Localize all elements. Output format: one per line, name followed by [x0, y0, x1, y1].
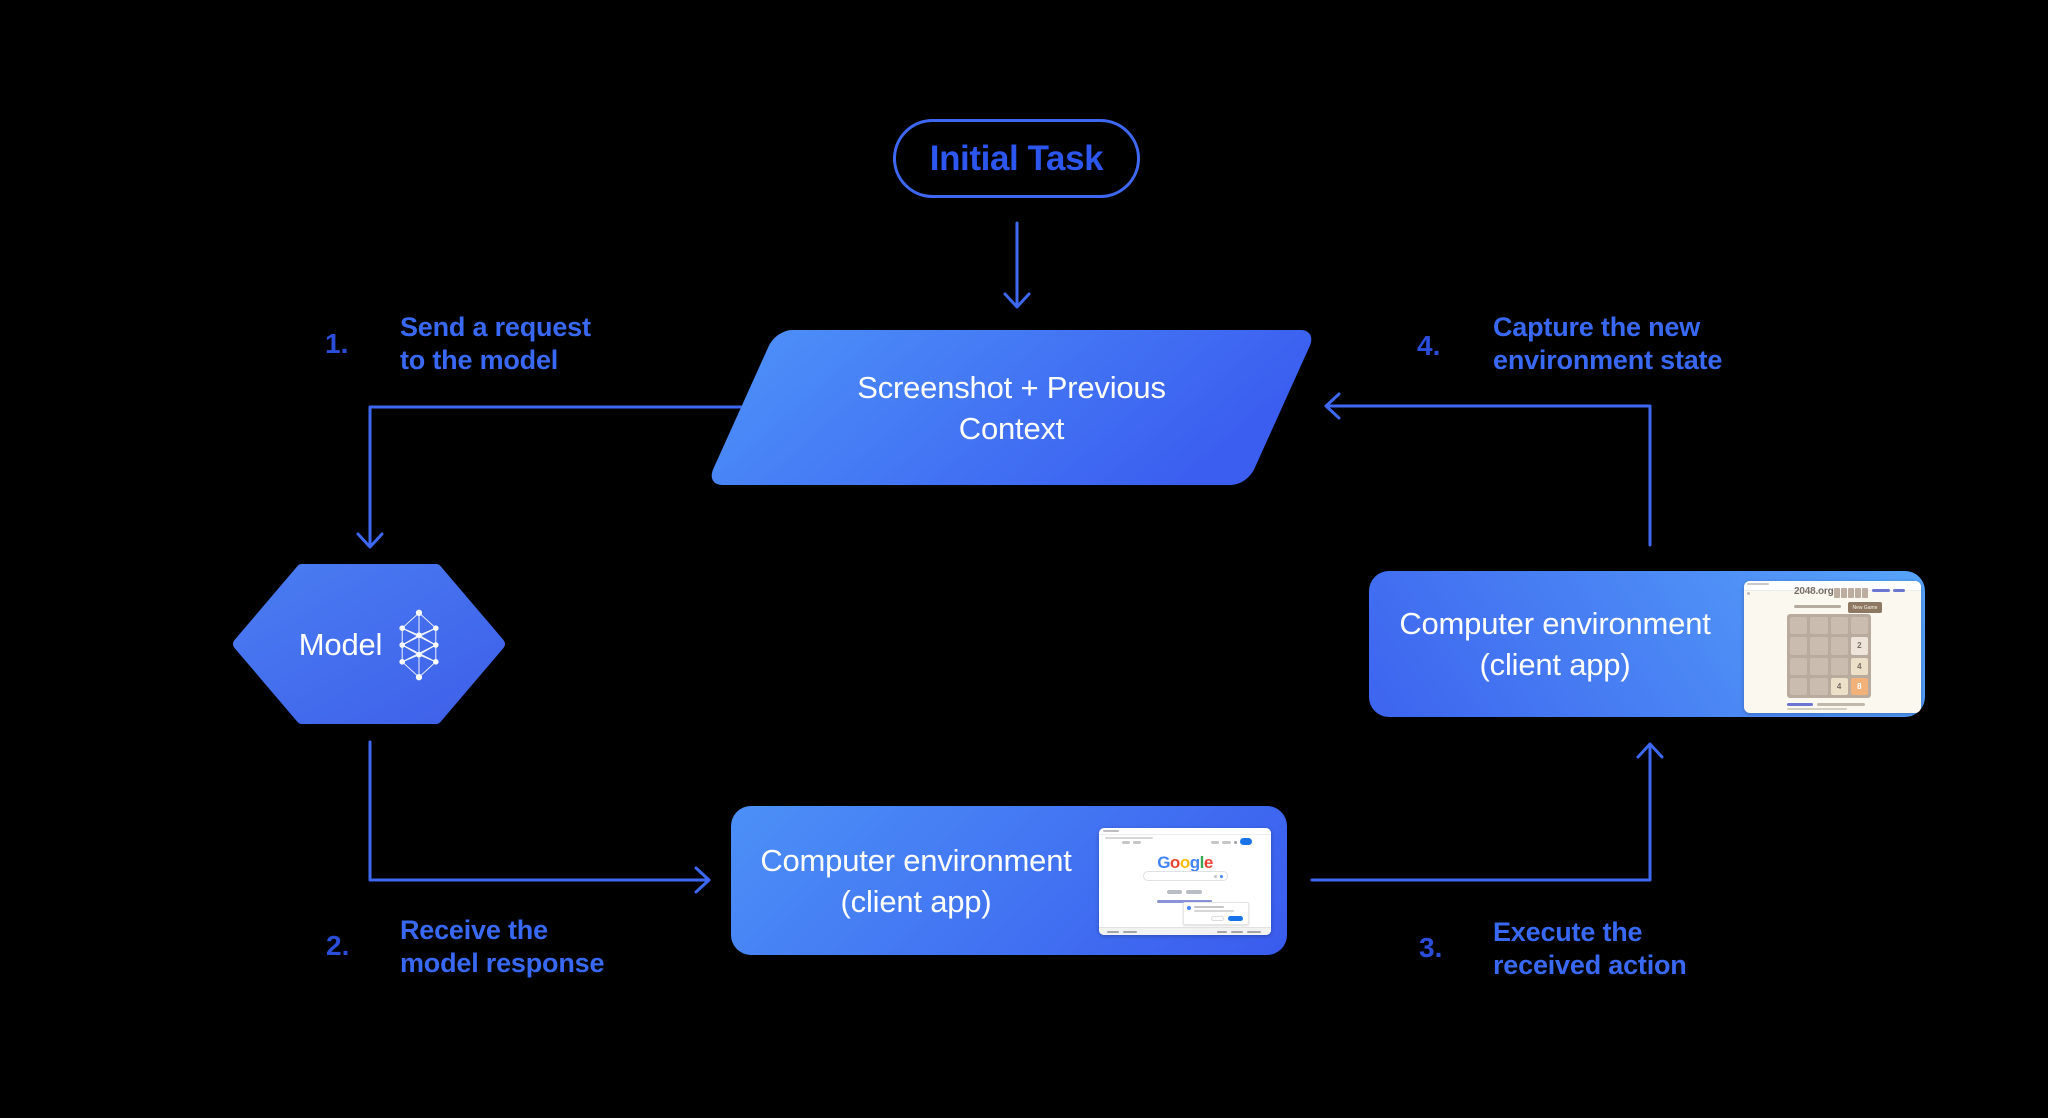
- neural-network-icon: [399, 609, 439, 681]
- step-2-label: Receive the model response: [400, 915, 605, 978]
- empty-cell: [1810, 617, 1828, 635]
- empty-cell: [1830, 617, 1848, 635]
- score-box: [1855, 588, 1861, 598]
- tile-4: 4: [1830, 677, 1848, 695]
- top-link-text: [1872, 589, 1890, 592]
- empty-cell: [1830, 637, 1848, 655]
- instructions-text: [1794, 605, 1841, 608]
- google-logo: Google: [1157, 853, 1213, 872]
- empty-cell: [1850, 617, 1868, 635]
- tile-2: 2: [1850, 637, 1868, 655]
- step-4-label: Capture the new environment state: [1493, 312, 1723, 375]
- step-3-number: 3.: [1419, 932, 1443, 963]
- arrow-task-to-screenshot: [1003, 221, 1031, 309]
- empty-cell: [1790, 617, 1808, 635]
- google-footer: [1099, 927, 1271, 935]
- env-right-line1: Computer environment: [1399, 606, 1711, 641]
- google-search-button: [1167, 890, 1182, 894]
- google-search-bar: [1143, 871, 1228, 881]
- dialog-secondary-button: [1211, 916, 1224, 921]
- google-g-icon: [1187, 906, 1191, 910]
- score-box: [1834, 588, 1840, 598]
- arrow-model-to-env-bottom: [368, 740, 711, 894]
- empty-cell: [1810, 637, 1828, 655]
- arrow-env-right-to-screenshot: [1324, 392, 1652, 547]
- model-label: Model: [298, 627, 383, 662]
- empty-cell: [1830, 657, 1848, 675]
- score-box: [1841, 588, 1847, 598]
- arrow-env-bottom-to-env-right: [1310, 742, 1664, 882]
- screenshot-context-node: Screenshot + Previous Context: [706, 330, 1317, 485]
- address-bar: [1105, 837, 1153, 839]
- initial-task-label: Initial Task: [929, 138, 1104, 178]
- about-link: [1122, 841, 1130, 844]
- arrow-screenshot-to-model: [356, 405, 743, 549]
- browser-tab: [1103, 830, 1119, 832]
- step-1-label: Send a request to the model: [400, 312, 591, 375]
- store-link: [1133, 841, 1141, 844]
- dialog-primary-button: [1228, 916, 1243, 921]
- step-3-label: Execute the received action: [1493, 917, 1687, 980]
- apps-grid-icon: [1234, 841, 1237, 844]
- google-homepage-screenshot: Google: [1099, 828, 1271, 935]
- model-node: Model: [239, 570, 500, 720]
- step-4-number: 4.: [1417, 330, 1441, 361]
- search-icon: [1214, 874, 1217, 878]
- empty-cell: [1790, 677, 1808, 695]
- 2048-site-title: 2048.org: [1794, 586, 1834, 597]
- initial-task-node: Initial Task: [893, 119, 1140, 198]
- google-signin-button: [1240, 838, 1252, 845]
- gmail-link: [1211, 841, 1219, 844]
- empty-cell: [1810, 677, 1828, 695]
- how-to-play-link: [1787, 703, 1813, 706]
- model-hexagon-shape: [233, 564, 505, 724]
- step-2-number: 2.: [326, 930, 350, 961]
- score-box: [1862, 588, 1868, 598]
- images-link: [1222, 841, 1231, 844]
- feeling-lucky-button: [1186, 890, 1202, 894]
- screenshot-context-line1: Screenshot + Previous: [857, 369, 1166, 405]
- screenshot-context-line2: Context: [958, 410, 1065, 446]
- new-game-button: New Game: [1848, 602, 1882, 613]
- mic-icon: [1220, 874, 1223, 878]
- empty-cell: [1810, 657, 1828, 675]
- step-1-number: 1.: [325, 328, 349, 359]
- offered-in-links: [1157, 900, 1212, 903]
- tile-4: 4: [1850, 657, 1868, 675]
- score-box: [1848, 588, 1854, 598]
- browser-chrome: [1744, 581, 1921, 591]
- tile-8: 8: [1850, 677, 1868, 695]
- empty-cell: [1790, 637, 1808, 655]
- env-bottom-line2: (client app): [840, 883, 992, 919]
- empty-cell: [1790, 657, 1808, 675]
- env-bottom-line1: Computer environment: [760, 842, 1072, 878]
- signin-dialog: [1183, 902, 1249, 925]
- env-right-line2: (client app): [1479, 647, 1631, 682]
